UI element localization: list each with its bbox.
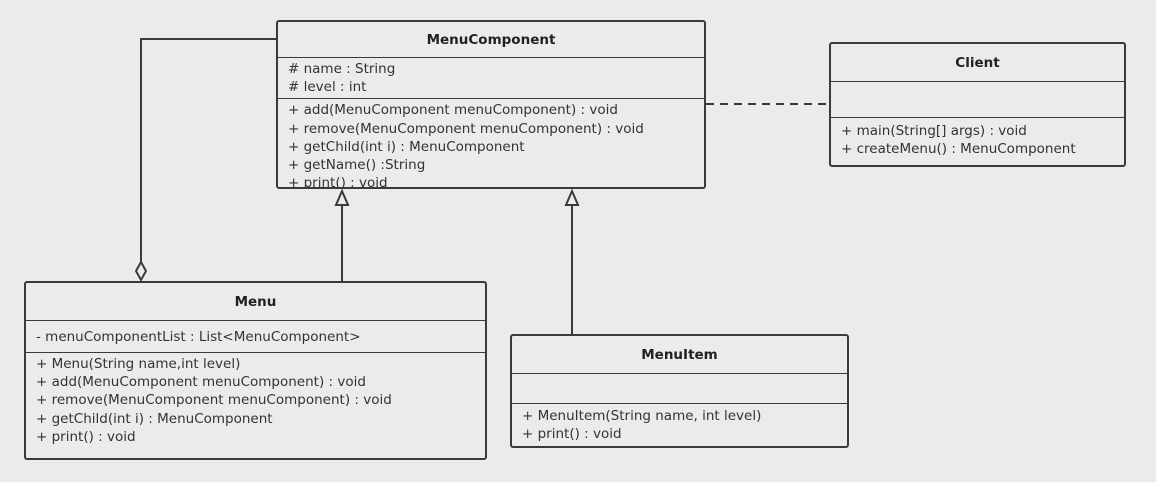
attribute: # name : String [288,61,396,77]
attribute: - menuComponentList : List<MenuComponent… [36,329,361,345]
operations-section: + Menu(String name,int level) + add(Menu… [26,353,485,448]
class-client[interactable]: Client + main(String[] args) : void + cr… [829,42,1126,167]
attribute: # level : int [288,79,367,96]
aggregation-line [140,38,276,265]
operations-section: + add(MenuComponent menuComponent) : voi… [278,99,704,189]
operation: + getName() :String [288,156,426,173]
class-name: Menu [26,283,485,321]
class-menuitem[interactable]: MenuItem + MenuItem(String name, int lev… [510,334,849,448]
generalization-arrow-menuitem [564,188,580,206]
attributes-section: - menuComponentList : List<MenuComponent… [26,321,485,353]
attributes-section [512,374,847,404]
operation: + MenuItem(String name, int level) [522,408,762,424]
operation: + main(String[] args) : void [841,123,1027,139]
operation: + add(MenuComponent menuComponent) : voi… [36,374,366,391]
attributes-section: # name : String # level : int [278,58,704,100]
operation: + remove(MenuComponent menuComponent) : … [36,392,392,409]
operation: + getChild(int i) : MenuComponent [288,138,525,155]
operation: + print() : void [522,426,622,443]
operations-section: + main(String[] args) : void + createMen… [831,118,1124,160]
operation: + Menu(String name,int level) [36,356,241,372]
generalization-arrow-menu [334,188,350,206]
aggregation-diamond [134,259,148,283]
operations-section: + MenuItem(String name, int level) + pri… [512,404,847,445]
operation: + createMenu() : MenuComponent [841,141,1076,158]
operation: + remove(MenuComponent menuComponent) : … [288,120,644,137]
class-name: Client [831,44,1124,82]
operation: + print() : void [36,428,136,445]
class-name: MenuItem [512,336,847,374]
class-menu[interactable]: Menu - menuComponentList : List<MenuComp… [24,281,487,460]
operation: + getChild(int i) : MenuComponent [36,410,273,427]
class-menucomponent[interactable]: MenuComponent # name : String # level : … [276,20,706,189]
attributes-section [831,82,1124,118]
operation: + add(MenuComponent menuComponent) : voi… [288,102,618,119]
operation: + print() : void [288,175,388,189]
class-name: MenuComponent [278,22,704,58]
